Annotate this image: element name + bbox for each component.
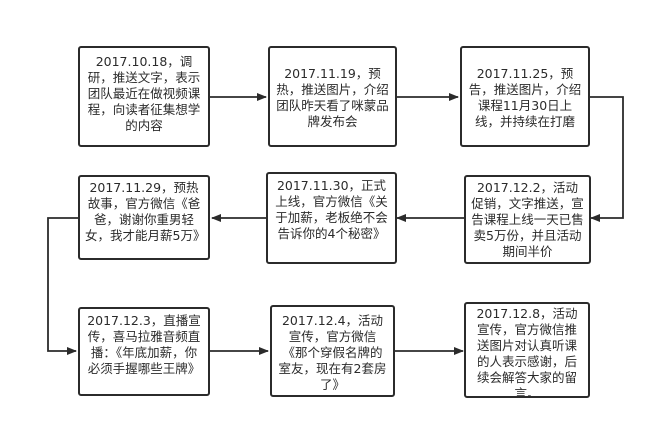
event-box-2017-12-4: 2017.12.4，活动宣传，官方微信《那个穿假名牌的室友，现在有2套房了》 — [270, 305, 395, 397]
event-box-2017-11-19: 2017.11.19，预热，推送图片，介绍团队昨天看了咪蒙品牌发布会 — [268, 46, 397, 147]
event-box-2017-12-3: 2017.12.3，直播宣传，喜马拉雅音频直播：《年底加薪，你必须手握哪些王牌》 — [78, 307, 210, 396]
event-text: 2017.12.3，直播宣传，喜马拉雅音频直播：《年底加薪，你必须手握哪些王牌》 — [87, 313, 201, 376]
arrow-n3-to-n4 — [590, 96, 624, 222]
event-text: 2017.12.4，活动宣传，官方微信《那个穿假名牌的室友，现在有2套房了》 — [278, 313, 387, 392]
event-box-2017-11-30: 2017.11.30，正式上线，官方微信《关于加薪，老板绝不会告诉你的4个秘密》 — [266, 172, 397, 264]
event-box-2017-12-8: 2017.12.8，活动宣传，官方微信推送图片对认真听课的人表示感谢，后续会解答… — [464, 302, 590, 398]
event-text: 2017.12.2，活动促销，文字推送，宣告课程上线一天已售卖5万份，并且活动期… — [471, 180, 584, 259]
event-text: 2017.12.8，活动宣传，官方微信推送图片对认真听课的人表示感谢，后续会解答… — [476, 306, 578, 398]
event-box-2017-10-18: 2017.10.18，调研，推送文字，表示团队最近在做视频课程，向读者征集想学的… — [78, 46, 210, 147]
event-text: 2017.11.30，正式上线，官方微信《关于加薪，老板绝不会告诉你的4个秘密》 — [275, 178, 388, 241]
event-text: 2017.11.19，预热，推送图片，介绍团队昨天看了咪蒙品牌发布会 — [276, 66, 389, 129]
event-text: 2017.10.18，调研，推送文字，表示团队最近在做视频课程，向读者征集想学的… — [87, 54, 201, 133]
event-text: 2017.11.29，预热故事，官方微信《爸爸，谢谢你重男轻女，我才能月薪5万》 — [85, 180, 206, 243]
event-box-2017-11-29: 2017.11.29，预热故事，官方微信《爸爸，谢谢你重男轻女，我才能月薪5万》 — [78, 175, 210, 260]
arrow-n6-to-n7 — [47, 217, 78, 355]
event-text: 2017.11.25，预告，推送图片，介绍课程11月30日上线，并持续在打磨 — [468, 66, 582, 129]
event-box-2017-12-2: 2017.12.2，活动促销，文字推送，宣告课程上线一天已售卖5万份，并且活动期… — [464, 175, 591, 264]
event-box-2017-11-25: 2017.11.25，预告，推送图片，介绍课程11月30日上线，并持续在打磨 — [460, 46, 590, 147]
